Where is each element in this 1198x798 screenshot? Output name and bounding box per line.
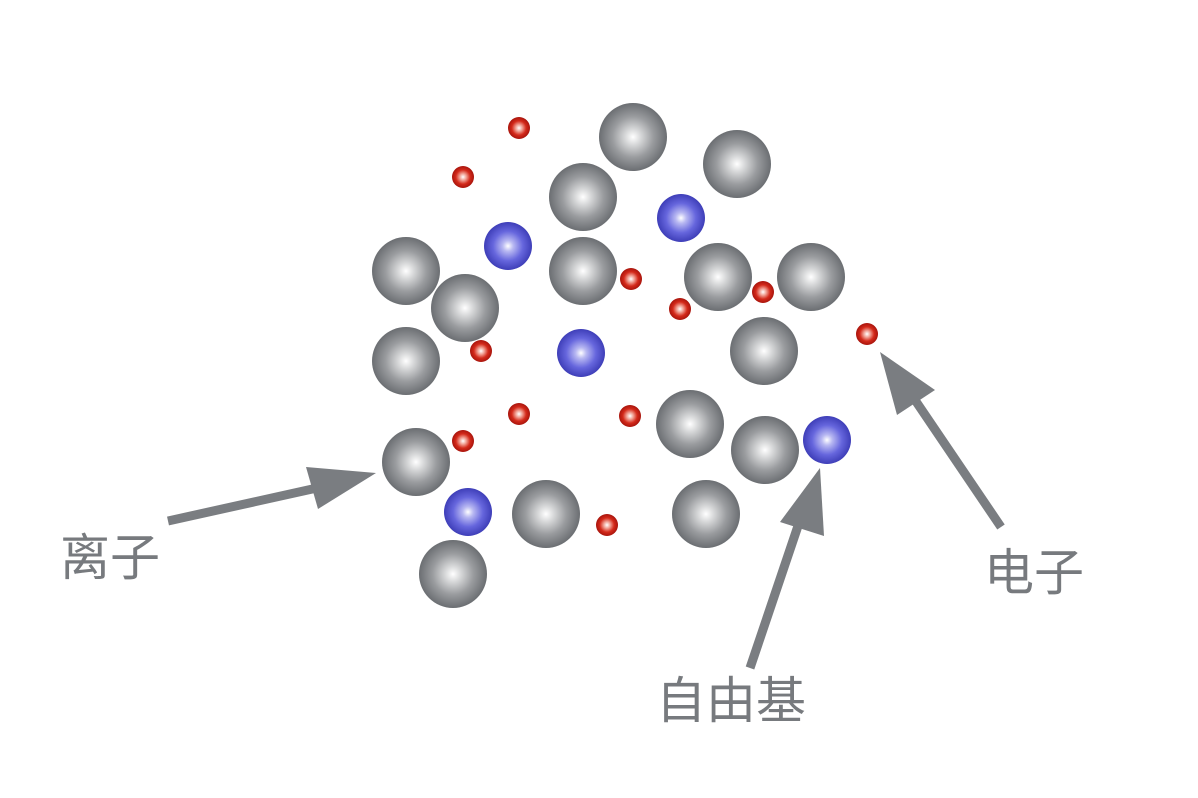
electron-label: 电子 [984,544,1084,602]
radical-particle [484,222,532,270]
ion-particle [372,327,440,395]
ion-particle [382,428,450,496]
radical-label: 自由基 [656,672,806,730]
electron-particle [452,430,474,452]
electron-particle [452,166,474,188]
ion-pointer-arrow [167,467,376,526]
ion-particle [549,163,617,231]
ion-particle [512,480,580,548]
ion-particle [777,243,845,311]
ion-particle [731,416,799,484]
electron-particle [470,340,492,362]
ion-particle [684,243,752,311]
ion-particle [419,540,487,608]
particle-cloud [372,103,878,608]
electron-particle [596,514,618,536]
radical-particle [557,329,605,377]
ion-particle [656,390,724,458]
electron-particle [856,323,878,345]
ion-particle [672,480,740,548]
ion-particle [730,317,798,385]
pointer-arrows [167,352,1005,670]
ion-label: 离子 [60,529,160,587]
electron-particle [620,268,642,290]
ion-particle [599,103,667,171]
electron-particle [508,403,530,425]
radical-particle [444,488,492,536]
electron-particle [669,298,691,320]
radical-particle [803,416,851,464]
ion-particle [372,237,440,305]
electron-particle [508,117,530,139]
ion-particle [703,130,771,198]
electron-pointer-arrow [880,352,1005,530]
electron-particle [619,405,641,427]
electron-particle [752,281,774,303]
ion-particle [431,274,499,342]
radical-pointer-arrow [745,468,824,670]
ion-particle [549,237,617,305]
radical-particle [657,194,705,242]
